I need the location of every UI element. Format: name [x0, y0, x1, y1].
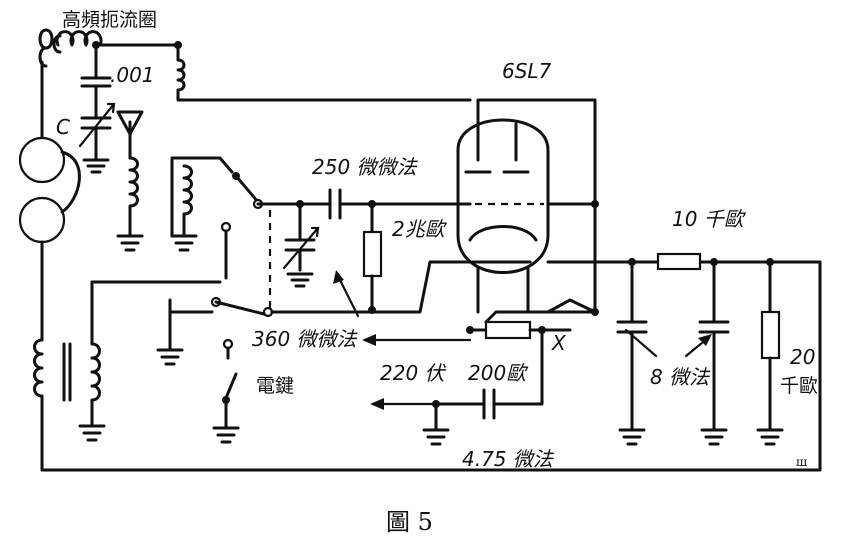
- switch2-arm: [214, 300, 266, 316]
- label-key: 電鍵: [256, 375, 294, 397]
- tube-6sl7: [456, 98, 550, 314]
- label-cap-c: C: [56, 115, 70, 139]
- resonator-loop-upper: [18, 136, 66, 184]
- label-cap-360: 360 微微法: [252, 327, 359, 351]
- label-cap-250: 250 微微法: [312, 155, 419, 179]
- label-res-2meg: 2兆歐: [392, 217, 448, 241]
- label-res-200: 200歐: [468, 361, 529, 385]
- output-transformer: [33, 260, 822, 472]
- loop-link: [60, 150, 81, 214]
- label-tube: 6SL7: [502, 59, 552, 83]
- capacitor-8uf-b: [698, 260, 730, 446]
- antenna-coil: [116, 156, 144, 252]
- resistor-2meg: [362, 202, 383, 312]
- plate-feed-wire: [478, 98, 597, 314]
- resistor-20k: [756, 260, 784, 446]
- grid-coil: [170, 156, 234, 252]
- capacitor-475: [422, 328, 544, 446]
- label-res-20k-unit: 千歐: [780, 375, 818, 397]
- left-branch: [168, 298, 214, 352]
- label-rf-choke: 高頻扼流圈: [62, 9, 157, 31]
- arrow-line: [336, 274, 360, 318]
- ground-symbol: [82, 146, 110, 174]
- label-corner-mark: ш: [796, 455, 807, 469]
- rf-choke-coil: [38, 28, 103, 68]
- capacitor-001: [80, 43, 112, 102]
- variable-capacitor-c: [78, 98, 116, 150]
- resistor-200: [468, 310, 597, 340]
- label-cap-475: 4.75 微法: [462, 447, 555, 471]
- plate-coil: [176, 43, 472, 102]
- label-res-10k: 10 千歐: [672, 207, 747, 231]
- antenna-icon: [116, 110, 144, 160]
- junction-dot: [466, 326, 474, 334]
- label-res-20k-num: 20: [790, 345, 815, 369]
- ground-symbol: [156, 348, 184, 366]
- label-cap-001: .001: [110, 63, 155, 87]
- capacitor-250: [298, 188, 472, 220]
- arrow-head: [370, 398, 384, 410]
- label-volt-220: 220 伏: [380, 361, 447, 385]
- right-link: [546, 298, 597, 314]
- label-cross: X: [551, 331, 567, 355]
- figure-caption: 圖 5: [386, 508, 433, 536]
- arrow-head: [333, 270, 344, 284]
- variable-capacitor-tune: [282, 202, 320, 288]
- resistor-10k: [656, 252, 702, 271]
- resonator-loop-lower: [18, 196, 66, 244]
- capacitor-8uf-a: [616, 260, 648, 446]
- arrow-line: [624, 328, 658, 358]
- switch-arm: [234, 174, 260, 204]
- telegraph-key-icon: [212, 338, 240, 444]
- label-cap-8: 8 微法: [650, 365, 711, 389]
- arrow-head: [362, 334, 376, 346]
- arrow-head: [698, 334, 712, 346]
- feedback-bus: [270, 260, 532, 314]
